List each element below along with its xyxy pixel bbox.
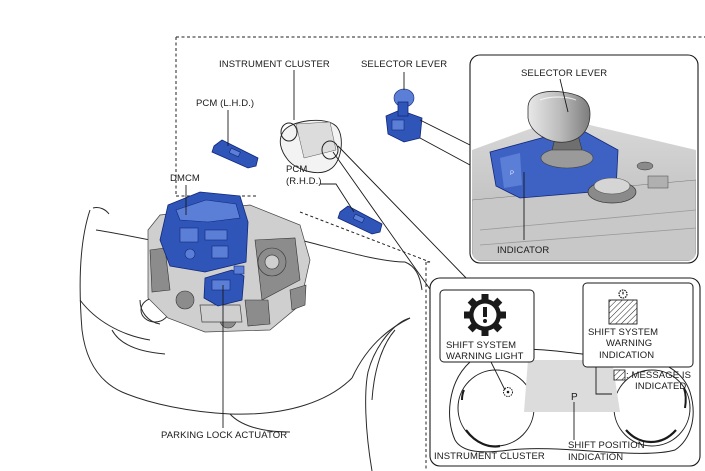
dmcm-unit (159, 191, 249, 273)
instrument-cluster-small (279, 119, 342, 173)
svg-text:P: P (510, 171, 514, 177)
label-dmcm: DMCM (170, 173, 200, 184)
instrument-cluster-detail-box (429, 277, 701, 467)
label-shift-warning-ind-2: WARNING (606, 338, 652, 349)
label-pcm-lhd: PCM (L.H.D.) (196, 98, 254, 109)
label-selector-lever-detail: SELECTOR LEVER (521, 68, 607, 79)
label-pcm-rhd-line2: (R.H.D.) (286, 176, 322, 187)
parking-lock-actuator (203, 265, 245, 307)
label-shift-warning-ind-3: INDICATION (599, 350, 654, 361)
text-labels: INSTRUMENT CLUSTER SELECTOR LEVER SELECT… (161, 59, 691, 463)
label-selector-lever-top: SELECTOR LEVER (361, 59, 447, 70)
shift-warning-indication-callout (582, 282, 694, 368)
selector-lever-small (385, 88, 423, 143)
hatched-message-icon (613, 369, 626, 381)
label-instrument-cluster-top: INSTRUMENT CLUSTER (219, 59, 330, 70)
label-gear-p: P (571, 392, 578, 403)
label-shift-warning-light-2: WARNING LIGHT (446, 351, 524, 362)
pcm-lhd-module (211, 139, 259, 169)
shift-warning-gear-icon (464, 294, 506, 336)
label-instrument-cluster-bottom: INSTRUMENT CLUSTER (434, 451, 545, 462)
pcm-rhd-module (337, 205, 383, 235)
label-shift-warning-ind-1: SHIFT SYSTEM (588, 327, 658, 338)
small-gear-warning-icon (503, 387, 513, 397)
tiny-gear-icon (618, 289, 628, 299)
label-shift-position-2: INDICATION (568, 452, 623, 463)
label-shift-warning-light-1: SHIFT SYSTEM (446, 340, 516, 351)
label-message-2: INDICATED (635, 381, 686, 392)
label-parking-lock-actuator: PARKING LOCK ACTUATOR (161, 430, 287, 441)
label-indicator: INDICATOR (497, 245, 549, 256)
label-message-1: : MESSAGE IS (626, 370, 691, 381)
label-pcm-rhd-line1: PCM (286, 164, 307, 175)
label-shift-position-1: SHIFT POSITION (568, 440, 645, 451)
leader-lines (185, 70, 471, 428)
selector-lever-detail-box: P (469, 54, 699, 264)
